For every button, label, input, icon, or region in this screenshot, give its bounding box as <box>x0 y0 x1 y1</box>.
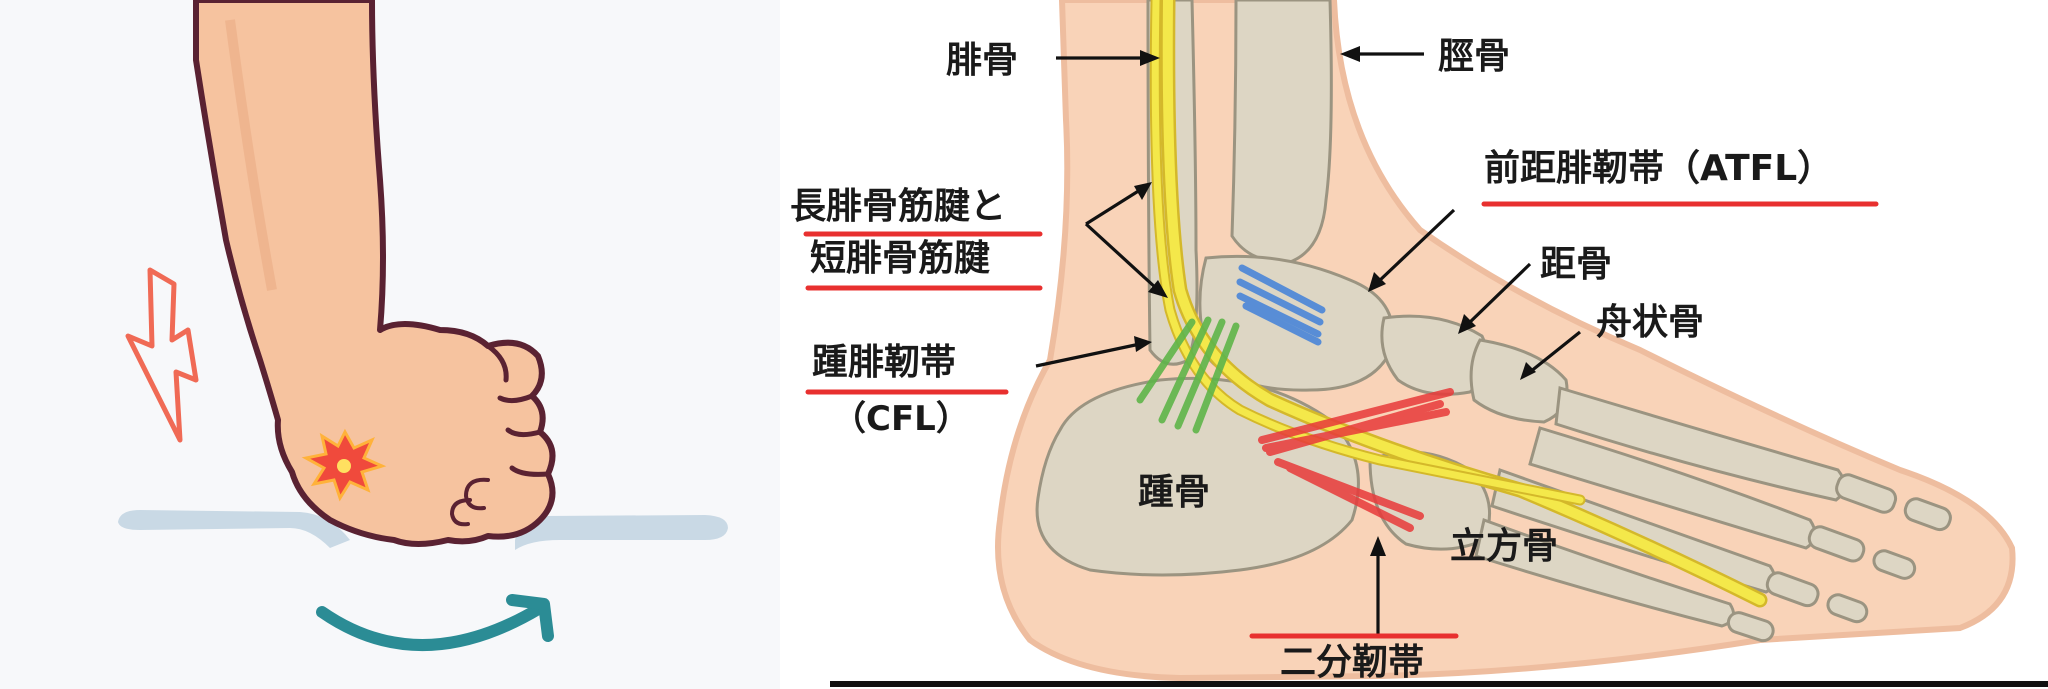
label-fibula: 腓骨 <box>946 40 1018 81</box>
pain-star-center <box>337 459 351 473</box>
atfl-ligament <box>1236 264 1326 346</box>
foot-leg-icon <box>193 0 556 547</box>
label-tibia: 脛骨 <box>1438 36 1510 77</box>
pain-bolt-icon <box>125 267 199 443</box>
label-cfl-line1: 踵腓靭帯 <box>812 342 956 383</box>
ankle-sprain-illustration <box>0 0 780 689</box>
anatomy-labels: 腓骨 脛骨 前距腓靭帯（ATFL） 距骨 舟状骨 長腓骨筋腱と 短腓骨筋腱 踵腓… <box>790 36 1879 683</box>
arrow-tibia-head <box>1340 46 1360 62</box>
arrow-navicular-head <box>1520 362 1536 380</box>
ground-left-icon <box>118 510 350 548</box>
arrow-peroneus-lower <box>1084 222 1158 290</box>
arrow-talus <box>1466 262 1532 326</box>
navicular-bone <box>1380 314 1490 396</box>
label-cfl-line2: （CFL） <box>832 399 970 439</box>
toe-lines-icon <box>485 343 551 477</box>
bifurcate-ligament <box>1258 388 1454 532</box>
peroneus-tendon-2-inner <box>1151 0 1584 504</box>
arrow-cfl <box>1035 342 1141 368</box>
toe-curl-icon <box>449 477 490 527</box>
pointer-arrows <box>1035 46 1581 634</box>
arrow-talus-head <box>1458 314 1476 334</box>
metatarsal-bones <box>1474 386 1846 628</box>
label-cuboid: 立方骨 <box>1450 526 1558 567</box>
arrow-peroneus-upper-head <box>1134 182 1152 200</box>
arrow-atfl-head <box>1368 272 1386 292</box>
label-atfl: 前距腓靭帯（ATFL） <box>1484 148 1833 189</box>
label-peroneus-line2: 短腓骨筋腱 <box>810 238 990 279</box>
label-bifurcate: 二分靭帯 <box>1280 642 1424 683</box>
arrow-fibula-head <box>1140 50 1160 66</box>
label-calcaneus: 踵骨 <box>1138 472 1210 513</box>
arrow-cfl-head <box>1134 336 1152 352</box>
cfl-ligament <box>1136 316 1240 434</box>
label-talus: 距骨 <box>1540 244 1612 285</box>
arrow-atfl <box>1376 208 1456 284</box>
label-navicular: 舟状骨 <box>1596 302 1704 343</box>
motion-arrow-icon <box>316 602 546 651</box>
motion-arrow-head-icon <box>506 594 554 642</box>
label-peroneus-line1: 長腓骨筋腱と <box>790 186 1006 227</box>
peroneus-tendon-inner <box>1162 0 1765 605</box>
phalanx-bones <box>1726 473 1952 643</box>
leg-shading <box>225 19 277 291</box>
arrow-peroneus-lower-head <box>1148 280 1168 298</box>
arrow-peroneus-upper <box>1085 188 1141 226</box>
arrow-navicular <box>1529 330 1581 374</box>
ground-right-icon <box>515 515 728 550</box>
cuneiform-bones <box>1469 338 1569 424</box>
tibia-bone <box>1230 0 1333 264</box>
ankle-anatomy-diagram: 腓骨 脛骨 前距腓靭帯（ATFL） 距骨 舟状骨 長腓骨筋腱と 短腓骨筋腱 踵腓… <box>790 0 2048 687</box>
arrow-bifurcate-head <box>1370 536 1386 556</box>
